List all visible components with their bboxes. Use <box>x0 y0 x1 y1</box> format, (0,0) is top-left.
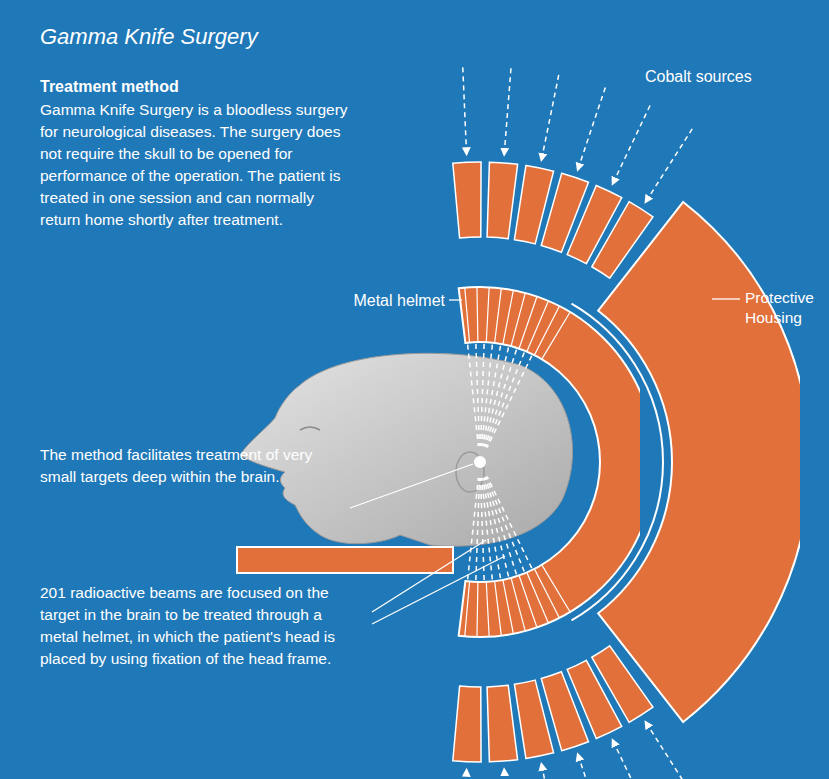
head-eye <box>300 427 320 430</box>
focused-beam <box>487 476 532 568</box>
leader-line <box>712 298 740 299</box>
collimator-hole <box>495 581 502 636</box>
housing-body <box>598 202 800 722</box>
collimator-hole <box>534 306 559 355</box>
focused-beam <box>481 344 485 446</box>
focused-beam <box>468 478 479 579</box>
focused-beam <box>476 478 480 580</box>
helmet-body <box>459 287 640 637</box>
beam-arrow <box>504 768 511 779</box>
focused-beam <box>486 353 524 448</box>
beam-arrow <box>645 129 692 203</box>
leader-line <box>350 464 473 508</box>
callout-note: The method facilitates treatment of very… <box>40 444 340 488</box>
leader-line <box>372 540 486 612</box>
collimator-hole <box>503 580 513 634</box>
focused-beam <box>484 348 509 447</box>
beam-arrow <box>541 75 559 161</box>
cobalt-sources <box>453 162 653 762</box>
focused-beam <box>487 356 532 448</box>
collimator-hole <box>486 287 489 342</box>
collimator-hole <box>476 582 478 637</box>
cobalt-source <box>453 686 481 762</box>
collimator-hole <box>534 569 559 618</box>
beam-arrow <box>541 763 559 779</box>
focused-beam <box>484 478 509 577</box>
collimator-hole <box>503 290 513 344</box>
part-label: Cobalt sources <box>645 66 820 87</box>
cobalt-source <box>453 162 481 238</box>
housing-inner-line <box>572 304 663 621</box>
collimator-hole <box>465 288 470 343</box>
cobalt-source <box>487 685 518 762</box>
focused-beam <box>483 346 501 446</box>
focused-beams <box>468 344 532 580</box>
collimator-hole <box>542 312 570 359</box>
part-label: Metal helmet <box>285 290 445 311</box>
focused-beam <box>476 344 480 446</box>
beam-arrow <box>612 739 650 779</box>
beam-arrow <box>645 721 692 779</box>
cobalt-source <box>592 202 653 278</box>
body-text: Gamma Knife Surgery is a bloodless surge… <box>40 99 352 231</box>
section-heading: Treatment method <box>40 76 360 97</box>
protective-housing <box>572 202 801 722</box>
collimator-hole <box>542 565 570 612</box>
leader-line <box>372 556 505 624</box>
collimator-hole <box>486 582 489 637</box>
callout-note: 201 radioactive beams are focused on the… <box>40 582 362 670</box>
part-label: Protective Housing <box>745 288 827 328</box>
focused-beam <box>486 477 524 572</box>
collimator-hole <box>519 297 537 349</box>
diagram-title: Gamma Knife Surgery <box>40 22 460 51</box>
focused-beam <box>481 478 485 580</box>
beam-arrow <box>577 753 605 779</box>
metal-helmet <box>459 287 640 637</box>
beam-arrow <box>577 87 605 170</box>
collimator-hole <box>519 575 537 627</box>
collimator-hole <box>527 572 548 623</box>
beam-arrow <box>612 105 650 184</box>
cobalt-source <box>487 162 518 239</box>
collimator-hole <box>476 287 478 342</box>
beam-arrow <box>504 68 511 156</box>
target-dot <box>474 456 486 468</box>
beam-arrow <box>463 67 467 155</box>
collimator-hole <box>465 582 470 637</box>
leader-line <box>449 299 462 300</box>
focused-beam <box>468 345 479 446</box>
collimator-hole <box>495 288 502 343</box>
cobalt-source <box>592 646 653 722</box>
beam-arrow <box>463 769 467 779</box>
collimator-hole <box>527 301 548 352</box>
head-frame-rod <box>237 547 453 573</box>
